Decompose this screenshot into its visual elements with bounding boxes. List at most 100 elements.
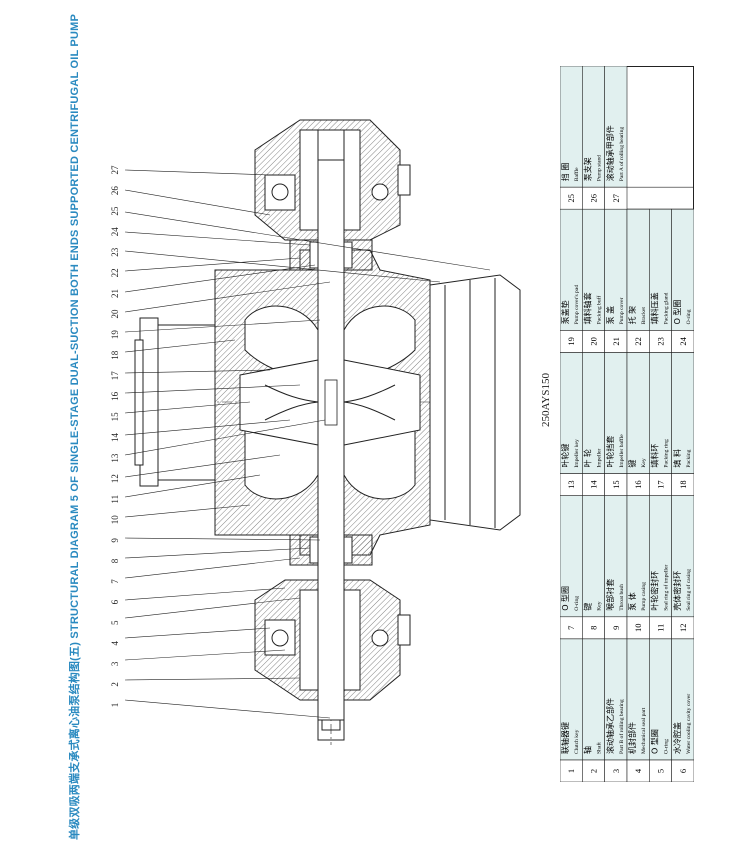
part-name-en: Pump casing <box>641 582 647 611</box>
pump-casing <box>134 249 521 556</box>
part-name-cn: 喉部衬套 <box>605 579 615 611</box>
part-name-cn: 联轴器键 <box>560 722 570 754</box>
part-number: 9 <box>611 626 621 630</box>
part-number: 3 <box>611 769 621 773</box>
part-number: 13 <box>566 480 576 489</box>
part-name-en: Seal ring of impeller <box>663 565 670 611</box>
part-name-en: Baffle <box>573 167 580 181</box>
leader-number: 14 <box>110 433 120 443</box>
leader-number: 20 <box>110 309 120 319</box>
leader-number: 4 <box>110 641 120 646</box>
table-number-cell <box>604 186 628 210</box>
part-name-cn: O 型圈 <box>673 300 682 325</box>
part-name-cn: 托 架 <box>627 306 637 325</box>
part-name-en: Mechanical seal part <box>641 707 647 754</box>
part-name-cn: 填料环 <box>650 444 660 468</box>
part-number: 12 <box>678 624 688 633</box>
part-name-en: Shaft <box>596 742 603 754</box>
leader-number: 13 <box>110 453 120 463</box>
part-name-cn: 泵 盖 <box>605 306 615 325</box>
part-name-cn: 键 <box>627 460 637 468</box>
part-name-cn: 泵 体 <box>627 592 637 611</box>
part-number: 22 <box>633 337 643 346</box>
part-number: 11 <box>656 624 666 632</box>
leader-number: 24 <box>110 227 120 237</box>
part-name-cn: 滚动轴承甲部件 <box>605 125 615 181</box>
part-name-en: Throat bush <box>619 584 625 611</box>
part-name-cn: 填料压盖 <box>650 292 660 324</box>
part-number: 26 <box>589 194 599 203</box>
part-number: 16 <box>633 480 643 489</box>
leader-number: 18 <box>110 350 120 360</box>
part-name-cn: 泵盖垫 <box>560 300 570 324</box>
leader-numbers: 1234567891011121314151617181920212223242… <box>110 165 120 707</box>
part-number: 20 <box>589 337 599 346</box>
part-number: 5 <box>656 769 666 773</box>
part-number: 6 <box>678 769 688 773</box>
leader-number: 1 <box>110 703 120 708</box>
part-name-en: Pump stand <box>597 155 603 181</box>
part-name-en: Packing buff <box>596 296 603 325</box>
part-name-en: Pump cover <box>619 297 625 324</box>
part-name-en: Water cooling cavity cover <box>686 694 692 754</box>
part-number: 25 <box>566 194 576 203</box>
part-number: 4 <box>633 768 643 773</box>
leader-number: 9 <box>110 538 120 543</box>
part-number: 2 <box>589 769 599 773</box>
part-name-cn: 水冷腔盖 <box>672 722 682 754</box>
part-name-cn: 填料轴套 <box>583 292 593 324</box>
part-name-cn: 壳体密封环 <box>672 571 682 611</box>
leader-number: 10 <box>110 515 120 525</box>
leader-number: 5 <box>110 620 120 625</box>
part-number: 7 <box>566 626 576 630</box>
leader-number: 19 <box>110 330 120 340</box>
part-name-cn: 机封部件 <box>627 722 637 754</box>
part-number: 27 <box>611 194 621 203</box>
part-number: 19 <box>566 337 576 346</box>
part-name-cn: 叶 轮 <box>583 449 593 468</box>
part-number: 18 <box>678 480 688 489</box>
part-name-en: Key <box>597 601 603 611</box>
leader-number: 17 <box>110 371 120 381</box>
table-cell <box>626 352 650 474</box>
part-number: 15 <box>611 480 621 489</box>
leader-number: 8 <box>110 558 120 563</box>
part-name-en: Seal ring of casing <box>685 569 692 611</box>
leader-number: 21 <box>110 289 120 298</box>
part-number: 23 <box>656 337 666 346</box>
part-name-cn: O 型圈 <box>561 586 570 611</box>
part-name-cn: 叶轮挡套 <box>605 436 615 468</box>
part-name-en: Part A of rolling bearing <box>618 127 625 182</box>
leader-number: 11 <box>110 495 120 504</box>
table-cell <box>582 495 605 618</box>
part-name-cn: 叶轮密封环 <box>650 571 660 611</box>
part-name-cn: O 型圈 <box>651 729 660 754</box>
leader-number: 3 <box>110 661 120 666</box>
part-name-en: O-ring <box>664 739 670 754</box>
part-name-en: Packing ring <box>664 439 670 468</box>
part-name-en: Impeller baffle <box>618 434 625 468</box>
part-number: 24 <box>678 336 688 345</box>
part-name-en: O-ring <box>686 309 692 324</box>
part-number: 17 <box>656 480 666 489</box>
leader-number: 2 <box>110 682 120 687</box>
leader-number: 6 <box>110 599 120 604</box>
leader-number: 25 <box>110 206 120 216</box>
part-number: 14 <box>589 480 599 489</box>
part-name-cn: 泵支架 <box>583 157 593 181</box>
part-number: 8 <box>589 626 599 630</box>
leader-number: 12 <box>110 474 120 483</box>
part-name-en: Packing <box>686 449 692 467</box>
part-name-cn: 滚动轴承乙部件 <box>605 698 615 754</box>
leader-number: 16 <box>110 391 120 401</box>
leader-number: 27 <box>110 165 120 175</box>
leader-number: 23 <box>110 247 120 256</box>
table-cell <box>582 638 605 761</box>
part-name-cn: 挡 圈 <box>560 163 570 182</box>
leader-number: 15 <box>110 412 120 422</box>
part-name-en: Key <box>641 458 647 468</box>
part-number: 1 <box>566 769 576 773</box>
